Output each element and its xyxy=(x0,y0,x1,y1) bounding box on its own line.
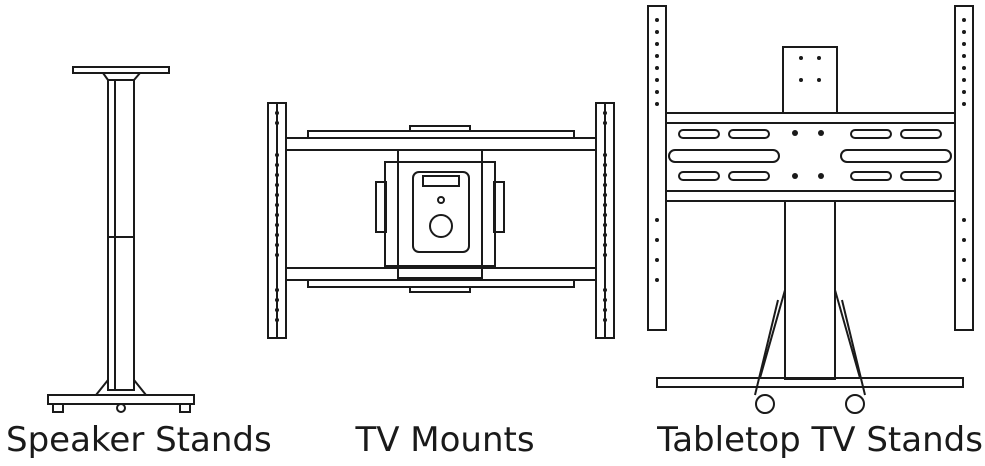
caption-tabletop-tv-stands: Tabletop TV Stands xyxy=(657,420,983,460)
caption-tv-mounts: TV Mounts xyxy=(355,420,535,460)
product-speaker-stands[interactable]: Speaker Stands xyxy=(0,0,272,466)
tv-mount-illustration xyxy=(267,102,615,339)
caption-speaker-stands: Speaker Stands xyxy=(6,420,272,460)
product-tv-mounts[interactable]: TV Mounts xyxy=(255,0,635,466)
speaker-stand-illustration xyxy=(47,66,195,413)
tabletop-tv-stand-illustration xyxy=(647,5,974,414)
product-tabletop-tv-stands[interactable]: Tabletop TV Stands xyxy=(635,0,985,466)
